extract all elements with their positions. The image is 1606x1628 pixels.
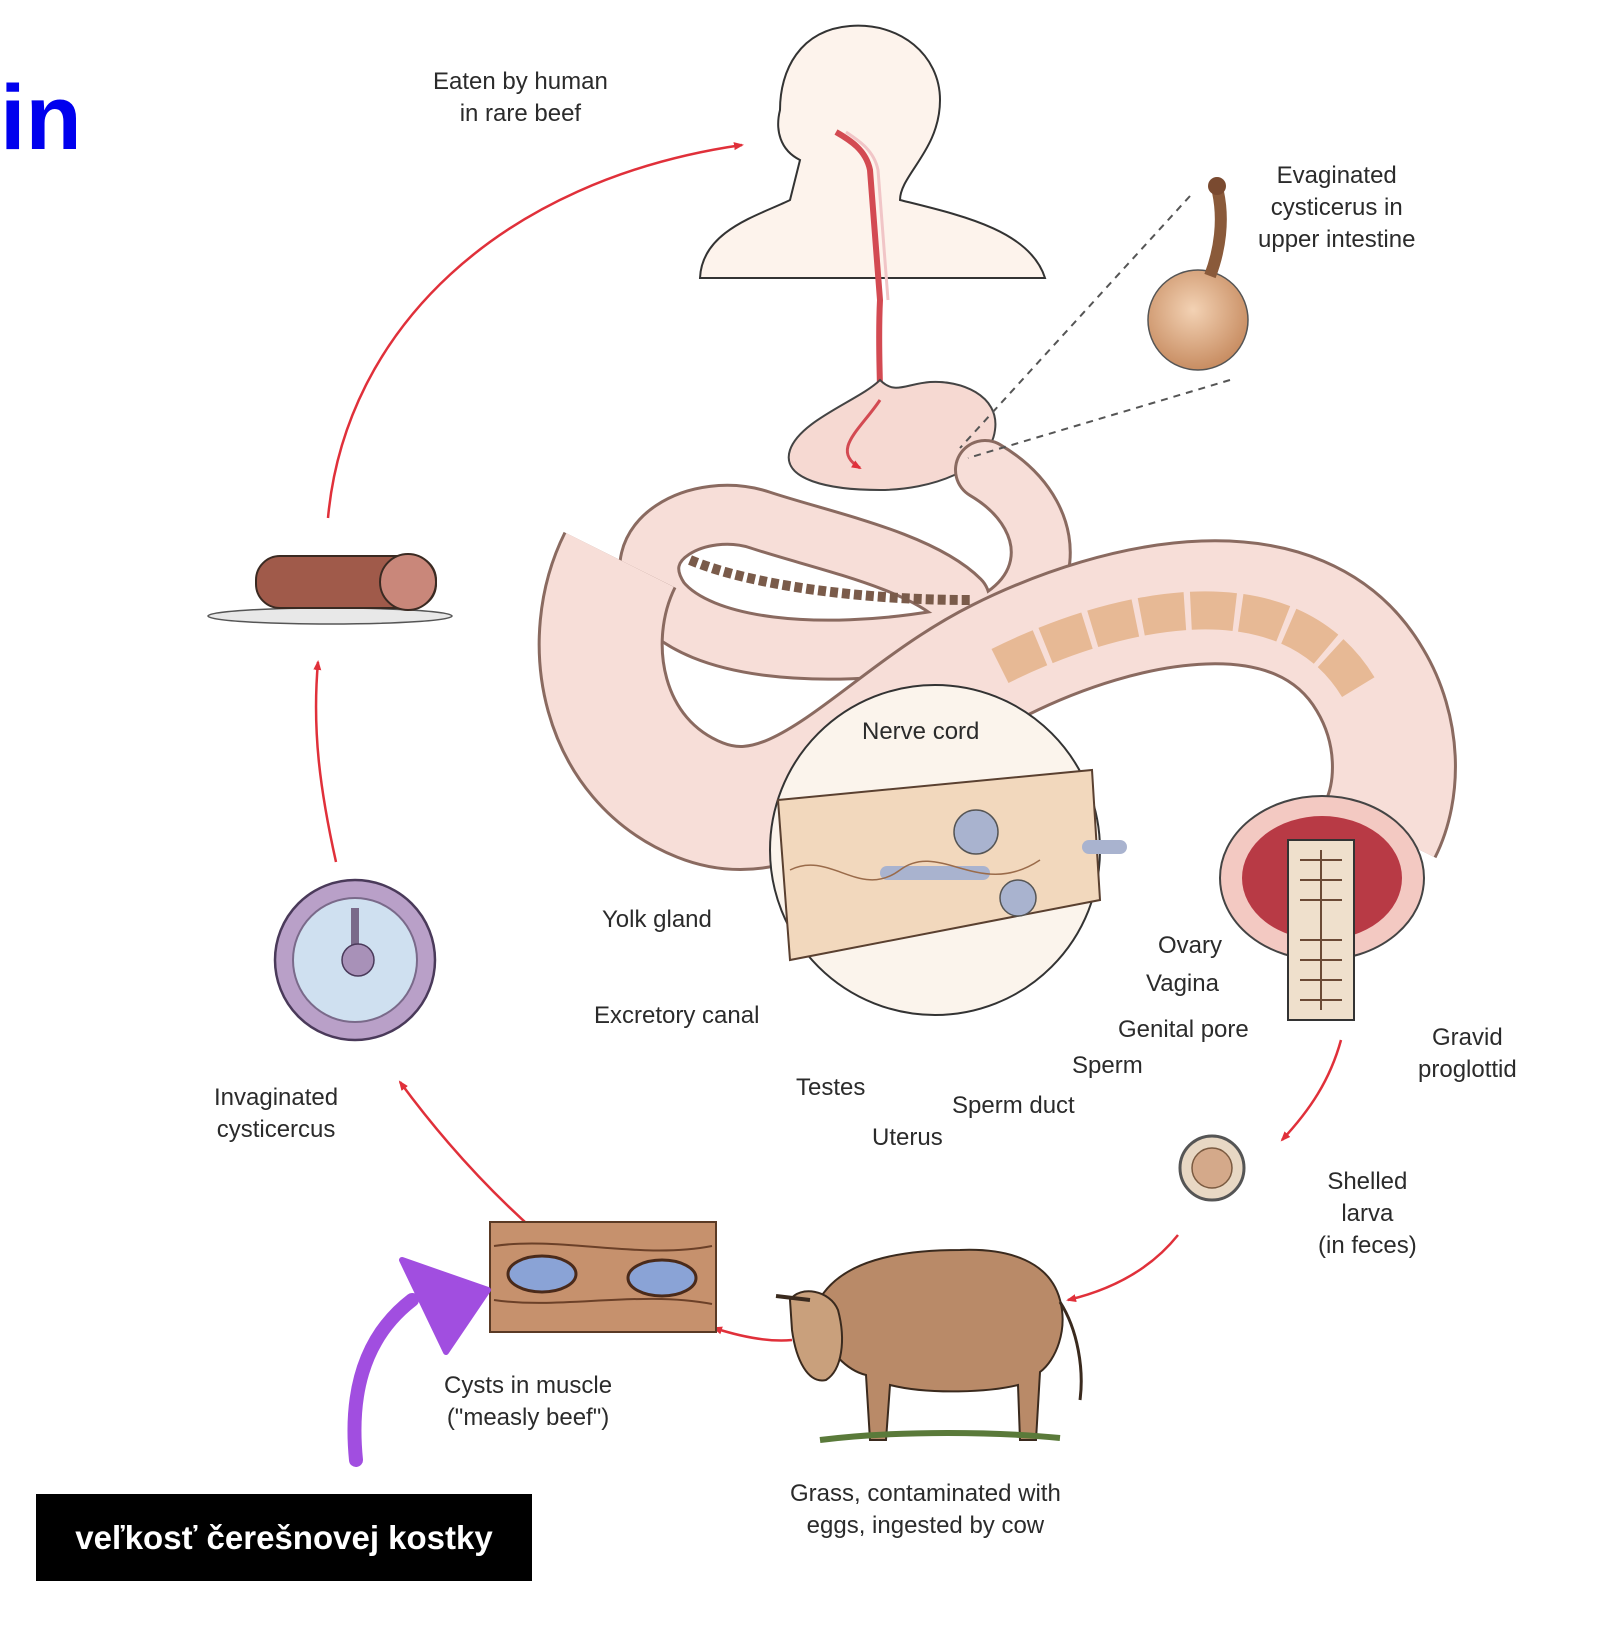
label-testes: Testes — [796, 1074, 866, 1101]
evaginated-cysticercus — [959, 177, 1249, 459]
arrow-larva-to-cow — [1066, 1234, 1179, 1303]
label-cysts-in-muscle: Cysts in muscle ("measly beef") — [444, 1372, 613, 1431]
label-shelled-larva: Shelled larva (in feces) — [1318, 1168, 1417, 1259]
page-title: in — [0, 67, 82, 169]
label-genital-pore: Genital pore — [1118, 1016, 1249, 1043]
arrow-proglottid-to-larva — [1280, 1039, 1343, 1142]
proglottid-magnified — [769, 684, 1127, 1016]
intestine — [537, 439, 1457, 871]
size-callout: veľkosť čerešnovej kostky — [36, 1494, 532, 1581]
label-evaginated-cysticerus: Evaginated cysticerus in upper intestine — [1258, 162, 1416, 253]
label-excretory-canal: Excretory canal — [594, 1002, 760, 1029]
label-nerve-cord: Nerve cord — [862, 718, 980, 745]
label-yolk-gland: Yolk gland — [602, 906, 712, 933]
arrow-cow-to-cysts — [712, 1326, 793, 1342]
label-gravid-proglottid: Gravid proglottid — [1418, 1024, 1517, 1083]
label-eaten-by-human: Eaten by human in rare beef — [433, 68, 608, 127]
cow-drawing — [775, 1248, 1083, 1443]
human-figure — [698, 24, 1047, 396]
label-sperm-duct: Sperm duct — [952, 1092, 1075, 1119]
stomach — [787, 378, 997, 492]
label-uterus: Uterus — [872, 1124, 943, 1151]
intestine-cut-end — [1219, 795, 1425, 1021]
arrow-cysts-to-cysticercus — [398, 1080, 537, 1233]
cycle-arrows — [313, 142, 1343, 1342]
annotation-arrow — [347, 1257, 491, 1467]
invaginated-cysticercus-drawing — [273, 878, 437, 1042]
shelled-larva-drawing — [1178, 1134, 1246, 1202]
label-ovary: Ovary — [1158, 932, 1223, 959]
label-grass: Grass, contaminated with eggs, ingested … — [790, 1480, 1061, 1539]
label-sperm: Sperm — [1072, 1052, 1143, 1079]
label-invaginated-cysticercus: Invaginated cysticercus — [214, 1084, 339, 1143]
muscle-block — [489, 1221, 717, 1333]
label-vagina: Vagina — [1146, 970, 1219, 997]
beef-roast — [207, 553, 453, 625]
arrow-beef-to-human — [326, 142, 744, 519]
arrow-cysticercus-to-beef — [313, 660, 338, 863]
